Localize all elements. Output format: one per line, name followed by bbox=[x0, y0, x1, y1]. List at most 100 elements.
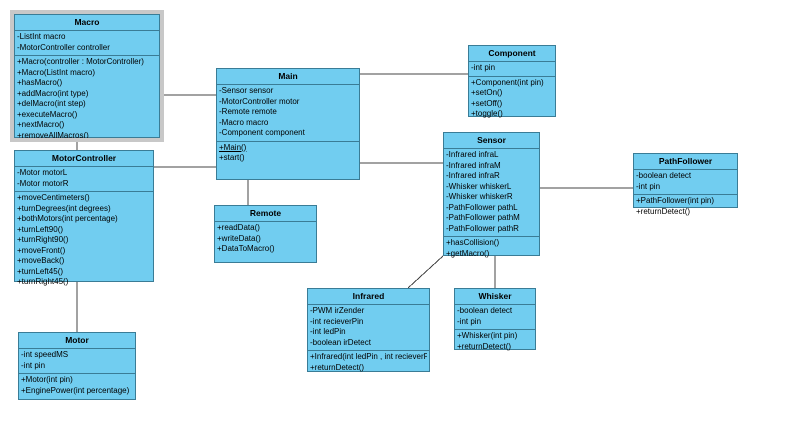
class-methods: +Component(int pin)+setOn()+setOff()+tog… bbox=[469, 77, 555, 122]
class-member: +writeData() bbox=[217, 233, 261, 243]
class-member: -PathFollower pathR bbox=[446, 223, 519, 233]
class-member: +returnDetect() bbox=[636, 206, 691, 216]
class-title: Main bbox=[217, 69, 359, 85]
class-member: -Remote remote bbox=[219, 107, 277, 116]
class-member: +returnDetect() bbox=[310, 362, 365, 372]
class-member: -PathFollower pathM bbox=[446, 213, 520, 222]
class-member: -boolean detect bbox=[457, 306, 513, 315]
class-member: -int speedMS bbox=[21, 350, 69, 359]
class-member: -Infrared infraR bbox=[446, 171, 500, 180]
class-member: -Sensor sensor bbox=[219, 86, 274, 95]
class-title: Whisker bbox=[455, 289, 535, 305]
class-methods: +Whisker(int pin)+returnDetect() bbox=[455, 330, 535, 354]
class-member: -Macro macro bbox=[219, 117, 269, 127]
uml-class-infrared[interactable]: Infrared-PWM irZender-int recieverPin-in… bbox=[307, 288, 430, 372]
class-methods: +Infrared(int ledPin , int recieverPin)+… bbox=[308, 351, 429, 375]
edge-sensor-infrared bbox=[407, 255, 444, 289]
class-member: +moveBack() bbox=[17, 256, 65, 265]
class-member: -int pin bbox=[457, 316, 482, 326]
uml-class-motor[interactable]: Motor-int speedMS-int pin+Motor(int pin)… bbox=[18, 332, 136, 400]
class-member: +returnDetect() bbox=[457, 341, 512, 351]
class-member: +hasMacro() bbox=[17, 78, 63, 87]
class-member: +Whisker(int pin) bbox=[457, 331, 518, 340]
class-attributes: -Sensor sensor-MotorController motor-Rem… bbox=[217, 85, 359, 142]
class-methods: +moveCentimeters()+turnDegrees(int degre… bbox=[15, 192, 153, 290]
class-member: -ListInt macro bbox=[17, 32, 66, 41]
class-member: -PWM irZender bbox=[310, 306, 365, 315]
class-attributes: -boolean detect-int pin bbox=[455, 305, 535, 330]
uml-class-macro[interactable]: Macro-ListInt macro-MotorController cont… bbox=[10, 10, 164, 142]
class-methods: +PathFollower(int pin)+returnDetect() bbox=[634, 195, 737, 219]
uml-class-remote[interactable]: Remote+readData()+writeData()+DataToMacr… bbox=[214, 205, 317, 263]
class-member: +EnginePower(int percentage) bbox=[21, 385, 130, 395]
class-attributes: -ListInt macro-MotorController controlle… bbox=[15, 31, 159, 56]
class-attributes: -int pin bbox=[469, 62, 555, 77]
class-title: MotorController bbox=[15, 151, 153, 167]
class-member: +Macro(controller : MotorController) bbox=[17, 57, 144, 66]
class-title: Infrared bbox=[308, 289, 429, 305]
class-member: +Macro(ListInt macro) bbox=[17, 67, 96, 77]
class-title: Motor bbox=[19, 333, 135, 349]
class-methods: +Macro(controller : MotorController)+Mac… bbox=[15, 56, 159, 143]
class-member: -MotorController motor bbox=[219, 96, 300, 106]
class-member: -int pin bbox=[471, 63, 496, 72]
class-member: -Motor motorR bbox=[17, 178, 69, 188]
class-member: +Motor(int pin) bbox=[21, 375, 73, 384]
class-member: +getMacro() bbox=[446, 248, 490, 258]
class-title: Sensor bbox=[444, 133, 539, 149]
class-member: -Whisker whiskerR bbox=[446, 192, 513, 201]
class-member: +executeMacro() bbox=[17, 109, 78, 119]
class-title: PathFollower bbox=[634, 154, 737, 170]
uml-class-component[interactable]: Component-int pin +Component(int pin) +set… bbox=[468, 45, 556, 118]
class-attributes: -PWM irZender-int recieverPin-int ledPin… bbox=[308, 305, 429, 351]
class-attributes: -Infrared infraL-Infrared infraM-Infrare… bbox=[444, 149, 539, 237]
class-member: +PathFollower(int pin) bbox=[636, 196, 715, 205]
class-member: +delMacro(int step) bbox=[17, 99, 86, 108]
class-methods: +Motor(int pin)+EnginePower(int percenta… bbox=[19, 374, 135, 398]
class-member: -int pin bbox=[21, 360, 46, 370]
class-member: +bothMotors(int percentage) bbox=[17, 214, 118, 223]
class-member: +turnLeft45() bbox=[17, 266, 64, 276]
class-member: +addMacro(int type) bbox=[17, 88, 89, 98]
class-member: +start() bbox=[219, 153, 245, 162]
class-member: -PathFollower pathL bbox=[446, 202, 518, 212]
uml-class-main[interactable]: Main-Sensor sensor-MotorController motor… bbox=[216, 68, 360, 180]
class-member: +Infrared(int ledPin , int recieverPin) bbox=[310, 352, 427, 361]
class-member: +readData() bbox=[217, 223, 260, 232]
class-member: -boolean detect bbox=[636, 171, 692, 180]
class-member: -Component component bbox=[219, 128, 305, 137]
class-methods: +hasCollision()+getMacro() bbox=[444, 237, 539, 261]
class-member: +hasCollision() bbox=[446, 238, 500, 247]
class-member: -int recieverPin bbox=[310, 316, 364, 326]
class-title: Macro bbox=[15, 15, 159, 31]
uml-class-sensor[interactable]: Sensor-Infrared infraL-Infrared infraM-I… bbox=[443, 132, 540, 258]
class-member: +moveFront() bbox=[17, 245, 66, 255]
class-member: +removeAllMacros() bbox=[17, 130, 89, 140]
class-attributes: -boolean detect-int pin bbox=[634, 170, 737, 195]
class-member-static: +Main() bbox=[219, 142, 247, 152]
class-member: +turnRight90() bbox=[17, 235, 69, 244]
class-member: -int pin bbox=[636, 181, 661, 191]
class-title: Component bbox=[469, 46, 555, 62]
class-attributes: -int speedMS-int pin bbox=[19, 349, 135, 374]
class-member: +moveCentimeters() bbox=[17, 193, 90, 202]
class-title: Remote bbox=[215, 206, 316, 222]
class-member: -boolean irDetect bbox=[310, 337, 371, 347]
class-member: -int ledPin bbox=[310, 327, 346, 336]
uml-class-pathfollower[interactable]: PathFollower-boolean detect-int pin+Path… bbox=[633, 153, 738, 216]
class-member: -Infrared infraL bbox=[446, 150, 499, 159]
class-member: +nextMacro() bbox=[17, 120, 65, 129]
class-member: +setOff() bbox=[471, 98, 503, 108]
uml-class-whisker[interactable]: Whisker-boolean detect-int pin+Whisker(i… bbox=[454, 288, 536, 351]
uml-class-motorcontroller[interactable]: MotorController-Motor motorL-Motor motor… bbox=[14, 150, 154, 286]
class-member: +turnLeft90() bbox=[17, 224, 64, 234]
class-member: +Component(int pin) bbox=[471, 77, 544, 87]
class-member: +toggle() bbox=[471, 109, 503, 118]
class-member: -MotorController controller bbox=[17, 42, 110, 52]
class-member: +turnDegrees(int degrees) bbox=[17, 203, 111, 213]
class-member: +turnRight45() bbox=[17, 277, 69, 286]
class-member: +DataToMacro() bbox=[217, 244, 275, 253]
class-member: -Whisker whiskerL bbox=[446, 181, 512, 191]
class-methods: +Main()+start() bbox=[217, 142, 359, 166]
